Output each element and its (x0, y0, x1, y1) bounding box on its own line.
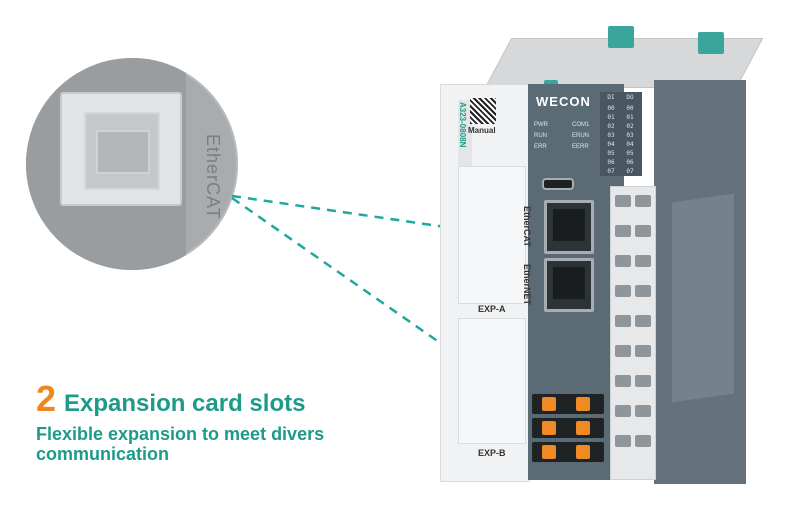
led-run: RUN (534, 133, 547, 139)
callout-line-upper (231, 194, 481, 234)
side-recess (672, 193, 734, 403)
led-erun: ERUN (572, 133, 590, 139)
do-label: DO (626, 94, 634, 101)
led-com1: COM1 (572, 122, 590, 128)
callout-line-lower (231, 196, 483, 374)
qr-code (470, 98, 496, 124)
feature-title: Expansion card slots (64, 390, 306, 417)
slot-a-cover (458, 166, 526, 304)
usb-c-port[interactable] (542, 178, 574, 190)
plc-device: A323-0808N Manual EXP-A EXP-B WECON PWR … (440, 18, 764, 488)
ethernet-port[interactable] (544, 258, 594, 312)
slot-a-label: EXP-A (478, 304, 506, 314)
power-terminal[interactable] (532, 394, 612, 464)
brand-logo: WECON (536, 94, 591, 109)
zoom-port-label: EtherCAT (203, 134, 223, 220)
slot-b-label: EXP-B (478, 448, 506, 458)
io-terminal-block[interactable] (610, 186, 656, 480)
led-err: ERR (534, 144, 547, 150)
port-zoom-circle: EtherCAT (26, 58, 238, 270)
feature-number: 2 (36, 378, 57, 419)
top-clip-left (608, 26, 634, 48)
led-pwr: PWR (534, 122, 548, 128)
rj45-port-zoom (60, 92, 182, 206)
led-panel: PWR RUN ERR COM1 ERUN EERR (514, 112, 624, 172)
feature-description: Flexible expansion to meet divers commun… (36, 424, 325, 464)
top-clip-right (698, 32, 724, 54)
di-label: DI (607, 94, 615, 101)
manual-label: Manual (468, 126, 496, 135)
led-eerr: EERR (572, 144, 589, 150)
model-label: A323-0808N (458, 102, 467, 148)
slot-b-cover (458, 318, 526, 444)
feature-heading: 2 Expansion card slots (36, 378, 305, 420)
ethercat-port-label: EtherCAT (522, 206, 532, 247)
ethercat-port[interactable] (544, 200, 594, 254)
ethernet-port-label: EtherNET (522, 264, 532, 306)
